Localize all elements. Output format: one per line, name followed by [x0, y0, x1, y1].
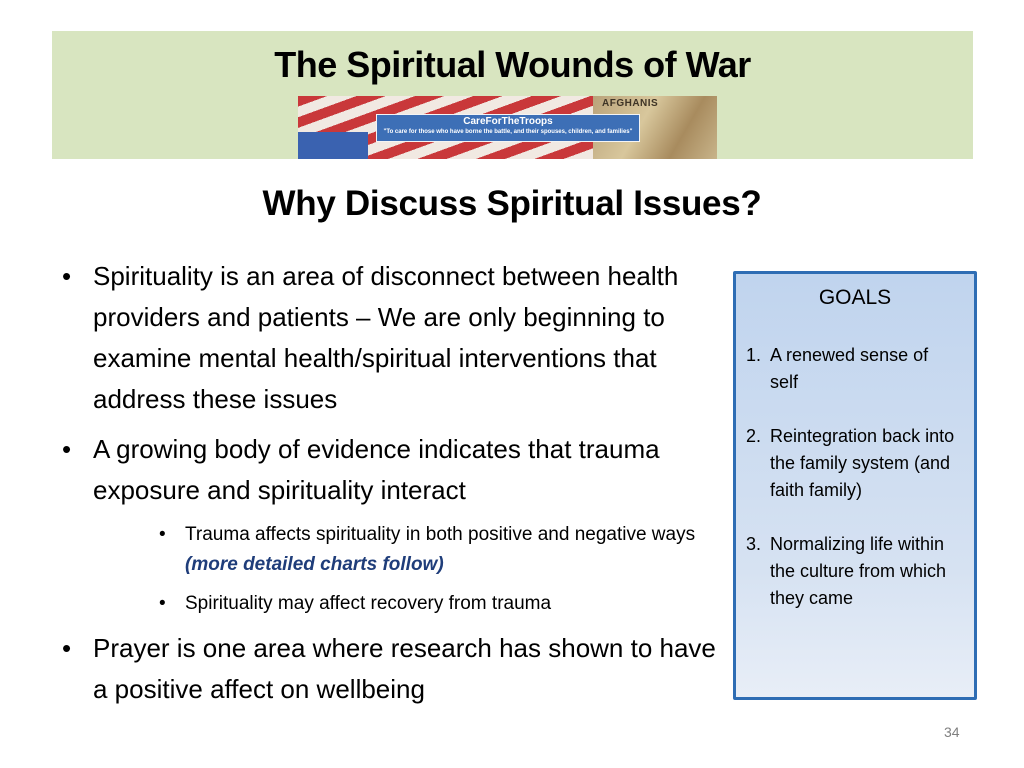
page-number: 34 [944, 724, 960, 740]
goal-number: 2. [746, 426, 762, 446]
goal-item: 2. Reintegration back into the family sy… [736, 423, 974, 504]
slide-subtitle: Why Discuss Spiritual Issues? [262, 184, 762, 223]
goal-text: Reintegration back into the family syste… [770, 426, 955, 500]
banner-tagline: "To care for those who have borne the ba… [383, 129, 633, 135]
goal-item: 1. A renewed sense of self [736, 342, 974, 396]
banner-image: AFGHANIS CareForTheTroops "To care for t… [298, 96, 717, 159]
sub-bullet-group: Trauma affects spirituality in both posi… [60, 520, 732, 619]
goals-list: 1. A renewed sense of self 2. Reintegrat… [736, 342, 974, 612]
sub-bullet-text: Trauma affects spirituality in both posi… [185, 524, 696, 545]
flag-canton [298, 132, 368, 159]
bullet-item: Prayer is one area where research has sh… [60, 628, 732, 710]
bullet-list: Spirituality is an area of disconnect be… [60, 256, 732, 719]
goal-number: 1. [746, 345, 762, 365]
goal-text: Normalizing life within the culture from… [770, 534, 947, 608]
banner-name: CareForTheTroops [463, 116, 553, 127]
goals-heading: GOALS [818, 286, 892, 309]
bullet-item: Spirituality is an area of disconnect be… [60, 256, 732, 420]
map-label: AFGHANIS [602, 98, 659, 109]
goals-box: GOALS 1. A renewed sense of self 2. Rein… [733, 271, 977, 700]
sub-bullet-list: Trauma affects spirituality in both posi… [60, 520, 732, 619]
sub-bullet-emphasis: (more detailed charts follow) [185, 554, 444, 575]
slide-title: The Spiritual Wounds of War [274, 44, 751, 85]
header-band: The Spiritual Wounds of War AFGHANIS Car… [52, 31, 973, 159]
sub-bullet-text: Spirituality may affect recovery from tr… [185, 593, 552, 614]
banner-logo-box: CareForTheTroops "To care for those who … [376, 114, 640, 142]
goal-item: 3. Normalizing life within the culture f… [736, 531, 974, 612]
sub-bullet-item: Spirituality may affect recovery from tr… [153, 589, 732, 619]
goal-text: A renewed sense of self [770, 345, 929, 392]
bullet-item: A growing body of evidence indicates tha… [60, 429, 732, 511]
goal-number: 3. [746, 534, 762, 554]
sub-bullet-item: Trauma affects spirituality in both posi… [153, 520, 732, 580]
